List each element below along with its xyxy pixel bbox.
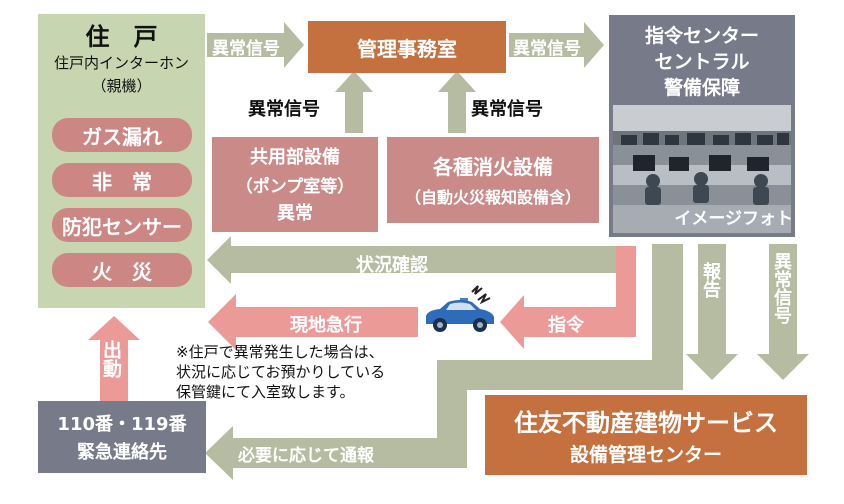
label-rush-to-site: 現地急行 xyxy=(290,315,362,336)
arrow-shared-to-office xyxy=(335,71,373,133)
arrow-fire-to-office xyxy=(438,71,476,133)
label-report: 報告 xyxy=(700,262,721,298)
command-center-line3: 警備保障 xyxy=(663,76,740,99)
note-line1: ※住戸で異常発生した場合は、 xyxy=(176,343,384,361)
arrow-dispatch xyxy=(88,316,140,401)
sumitomo-line1: 住友不動産建物サービス xyxy=(514,408,778,437)
residence-title: 住 戸 xyxy=(85,22,158,51)
label-abnormal-signal-1: 異常信号 xyxy=(212,39,280,59)
arrow-status-check xyxy=(207,236,628,284)
shared-equipment-line1: 共用部設備 xyxy=(250,147,340,168)
label-abnormal-signal-4: 異常信号 xyxy=(471,99,543,120)
management-office: 管理事務室 xyxy=(308,21,506,73)
emergency-contacts-line1: 110番・119番 xyxy=(57,414,187,435)
shared-equipment-box: 共用部設備 （ポンプ室等） 異常 xyxy=(212,137,378,232)
label-command: 指令 xyxy=(548,315,584,336)
arrow-abnormal-vertical xyxy=(757,244,809,380)
sumitomo-line2: 設備管理センター xyxy=(569,443,722,466)
residence-subtitle2: （親機） xyxy=(91,76,152,95)
shared-equipment-line3: 異常 xyxy=(277,203,313,224)
label-status-check: 状況確認 xyxy=(356,255,428,276)
label-abnormal-signal-2: 異常信号 xyxy=(513,39,581,59)
label-abnormal-signal-3: 異常信号 xyxy=(248,99,320,120)
shared-equipment-line2: （ポンプ室等） xyxy=(235,176,355,197)
label-abnormal-signal-vertical: 異常信号 xyxy=(771,252,792,324)
fire-equipment-line1: 各種消火設備 xyxy=(433,154,553,179)
note-line3: 保管鍵にて入室致します。 xyxy=(176,383,355,401)
command-center-line2: セントラル xyxy=(654,50,750,73)
control-room-photo xyxy=(613,105,791,233)
arrow-notify xyxy=(205,244,683,480)
command-center-panel: 指令センター セントラル 警備保障 イメージフォト xyxy=(609,15,795,237)
alarm-gas-leak: ガス漏れ xyxy=(52,118,192,152)
arrow-office-to-center xyxy=(509,22,604,68)
photo-caption: イメージフォト xyxy=(674,209,793,229)
residence-subtitle: 住戸内インターホン xyxy=(53,53,189,72)
arrow-residence-to-office xyxy=(207,22,304,68)
emergency-contacts-box: 110番・119番 緊急連絡先 xyxy=(38,401,206,473)
arrow-rush xyxy=(208,294,418,350)
note-line2: 状況に応じてお預かりしている xyxy=(176,363,386,381)
alarm-fire: 火 災 xyxy=(52,253,192,287)
fire-equipment-line2: （自動火災報知設備含） xyxy=(404,188,581,207)
command-center-line1: 指令センター xyxy=(644,24,759,47)
emergency-contacts-line2: 緊急連絡先 xyxy=(77,442,167,463)
residence-panel: 住 戸 住戸内インターホン （親機） ガス漏れ 非 常 防犯センサー 火 災 xyxy=(38,14,205,308)
fire-equipment-box: 各種消火設備 （自動火災報知設備含） xyxy=(387,137,599,223)
alarm-security-sensor: 防犯センサー xyxy=(52,208,192,242)
label-dispatch: 出動 xyxy=(100,340,122,378)
alarm-emergency: 非 常 xyxy=(52,163,192,197)
arrow-command xyxy=(500,246,636,349)
note-text: ※住戸で異常発生した場合は、 状況に応じてお預かりしている 保管鍵にて入室致しま… xyxy=(176,342,441,402)
patrol-car-icon xyxy=(426,285,494,332)
label-notify-if-needed: 必要に応じて通報 xyxy=(238,446,374,466)
sumitomo-box: 住友不動産建物サービス 設備管理センター xyxy=(485,395,807,475)
arrow-report xyxy=(686,244,738,380)
